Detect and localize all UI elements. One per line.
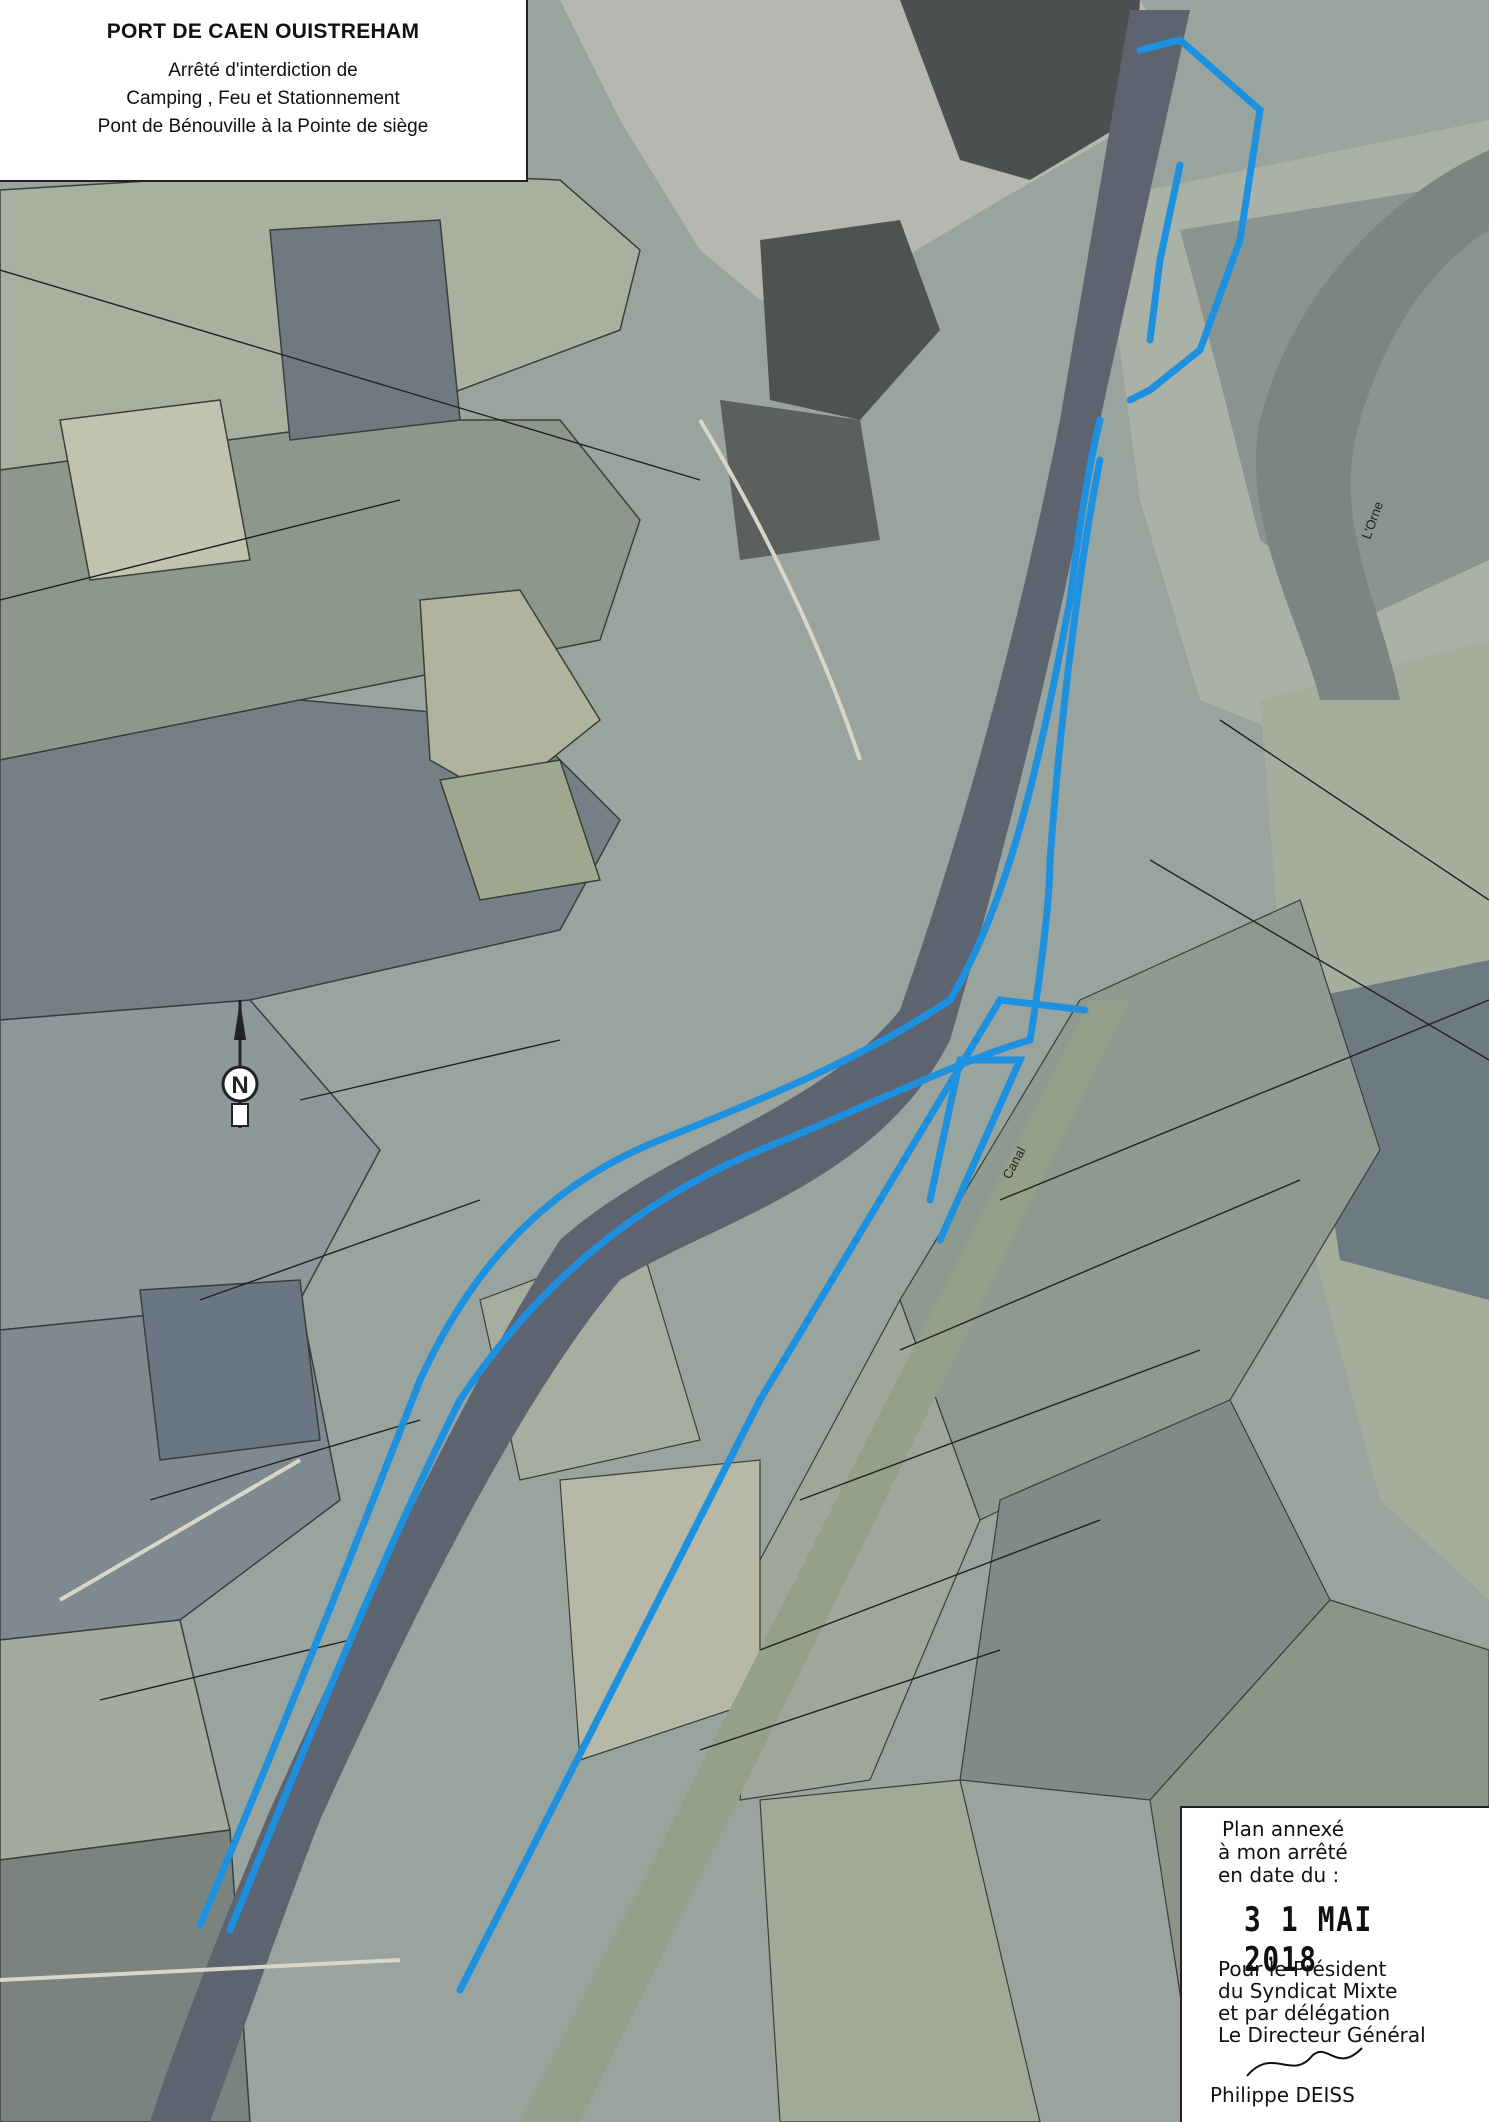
stamp-line-1: Plan annexé [1222,1817,1344,1841]
canal-strip [520,1000,1130,2122]
zone-line-canal-east [456,996,1089,1994]
stamp-line-6: et par délégation [1218,2001,1391,2025]
stamp-line-3: en date du : [1218,1863,1340,1887]
river-orne [1255,150,1489,700]
subtitle-line-3: Pont de Bénouville à la Pointe de siège [97,116,429,137]
stamp-date: 3 1 MAI 2018 [1244,1900,1373,1980]
zone-line-east-bank [226,456,1104,1934]
town-north [560,0,1180,560]
page-title: PORT DE CAEN OUISTREHAM [106,20,420,43]
subtitle-line-2: Camping , Feu et Stationnement [126,88,400,109]
zone-line-link [926,1056,1026,1244]
north-arrow-icon: N [221,1000,259,1128]
parcel-lines [0,269,1489,1751]
subtitle-line-1: Arrêté d'interdiction de [168,60,358,81]
zone-line-basin [1146,161,1184,344]
stamp-line-2: à mon arrêté [1218,1840,1348,1864]
restricted-zone-lines [196,36,1264,1994]
roads [0,418,862,1982]
signature-icon [1246,2047,1363,2077]
west-fields [0,169,641,2122]
stamp-signatory: Philippe DEISS [1210,2083,1355,2107]
north-label: N [231,1072,248,1099]
stamp-box: Plan annexé à mon arrêté en date du : 3 … [1180,1806,1489,2122]
zone-line-west-bank [196,416,1104,1929]
stamp-line-5: du Syndicat Mixte [1218,1979,1398,2003]
stamp-line-4: Pour le Président [1218,1957,1387,1981]
title-box: PORT DE CAEN OUISTREHAM Arrêté d'interdi… [0,0,528,182]
canal [150,10,1190,2122]
zone-line-port [1126,36,1264,404]
stamp-line-7: Le Directeur Général [1218,2023,1426,2047]
